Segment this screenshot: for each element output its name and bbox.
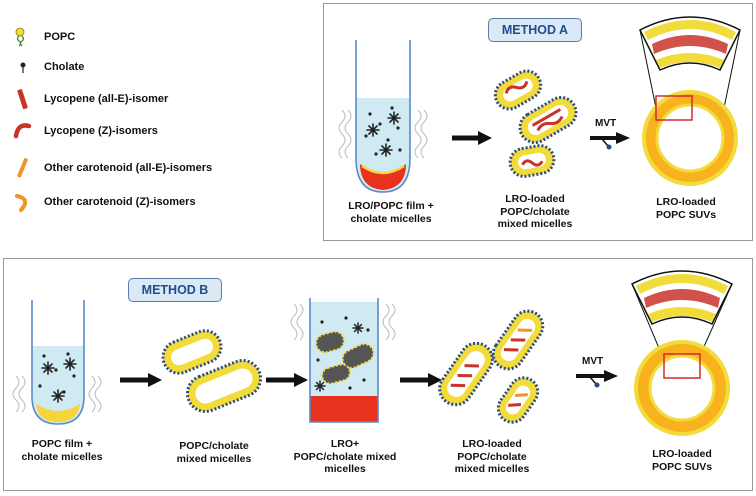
method-a-step3-line1: LRO-loaded: [656, 196, 716, 208]
method-b-tube-2: [290, 298, 396, 423]
legend-item-other-z: Other carotenoid (Z)-isomers: [12, 191, 196, 213]
method-a-mvt-arrow: [590, 132, 630, 150]
legend-label-lycopene-z: Lycopene (Z)-isomers: [44, 125, 158, 137]
legend-item-other-all-e: Other carotenoid (all-E)-isomers: [12, 157, 212, 179]
method-a-step3-caption: LRO-loaded POPC SUVs: [636, 196, 736, 221]
method-b-arrow-3: [400, 373, 442, 387]
method-b-step1-line1: POPC film +: [31, 438, 93, 450]
method-b-suv: [630, 270, 734, 436]
method-a-step2-line1: LRO-loaded: [505, 193, 565, 205]
method-b-step3-line2: POPC/cholate mixed: [293, 450, 397, 463]
method-a-step1-line1: LRO/POPC film +: [348, 200, 434, 212]
method-b-step5-line1: LRO-loaded: [652, 448, 712, 460]
method-b-step5-caption: LRO-loaded POPC SUVs: [632, 448, 732, 473]
method-b-badge: METHOD B: [128, 278, 222, 302]
method-b-step4-caption: LRO-loaded POPC/cholate mixed micelles: [436, 438, 548, 476]
method-a-suv: [638, 16, 742, 186]
method-a-mvt-label: MVT: [595, 118, 617, 129]
legend-item-cholate: Cholate: [12, 56, 84, 78]
method-b-tube-1: [12, 300, 102, 425]
legend-label-lycopene-all-e: Lycopene (all-E)-isomer: [44, 93, 169, 105]
method-b-step1-line2: cholate micelles: [21, 450, 103, 463]
method-b-arrow-1: [120, 373, 162, 387]
method-b-step4-line3: mixed micelles: [454, 463, 530, 475]
legend-label-other-all-e: Other carotenoid (all-E)-isomers: [44, 162, 213, 174]
method-a-panel: [323, 3, 753, 241]
legend-item-lycopene-all-e: Lycopene (all-E)-isomer: [12, 88, 168, 110]
method-b-step5-line2: POPC SUVs: [651, 460, 713, 473]
method-b-step3-caption: LRO+ POPC/cholate mixed micelles: [284, 438, 406, 476]
other-carotenoid-z-icon: [15, 194, 28, 212]
method-b-step2-caption: POPC/cholate mixed micelles: [158, 440, 270, 465]
method-b-loaded-micelles: [438, 309, 545, 424]
method-a-step1-caption: LRO/POPC film + cholate micelles: [333, 200, 449, 225]
method-a-step3-line2: POPC SUVs: [655, 208, 717, 221]
method-a-step2-caption: LRO-loaded POPC/cholate mixed micelles: [482, 193, 588, 231]
legend-item-popc: POPC: [12, 26, 75, 48]
method-b-mvt-label: MVT: [582, 356, 604, 367]
legend-label-cholate: Cholate: [44, 61, 85, 73]
other-carotenoid-all-e-icon: [17, 158, 28, 178]
lycopene-z-icon: [13, 123, 32, 139]
legend-label-other-z: Other carotenoid (Z)-isomers: [44, 196, 196, 208]
method-a-arrow-1: [452, 131, 492, 145]
method-a-step2-line3: mixed micelles: [497, 218, 573, 230]
method-b-panel: [3, 258, 753, 491]
lycopene-all-e-icon: [17, 89, 28, 110]
method-a-badge: METHOD A: [488, 18, 582, 42]
method-b-step4-line2: POPC/cholate: [457, 450, 527, 463]
method-b-step2-line2: mixed micelles: [176, 452, 252, 465]
method-a-loaded-micelles: [493, 69, 578, 178]
method-b-step2-line1: POPC/cholate: [179, 440, 249, 452]
method-b-step1-caption: POPC film + cholate micelles: [6, 438, 118, 463]
legend-item-lycopene-z: Lycopene (Z)-isomers: [12, 120, 158, 142]
method-a-step2-line2: POPC/cholate: [500, 205, 570, 218]
method-a-tube: [338, 40, 428, 193]
cholate-icon: [20, 62, 26, 73]
legend-label-popc: POPC: [44, 31, 76, 43]
method-b-step3-line3: micelles: [324, 463, 366, 475]
method-b-step4-line1: LRO-loaded: [462, 438, 522, 450]
method-a-step1-line2: cholate micelles: [350, 212, 432, 225]
method-b-mvt-arrow: [576, 370, 618, 388]
method-b-step3-line1: LRO+: [330, 438, 360, 450]
method-b-arrow-2: [266, 373, 308, 387]
popc-icon: [15, 27, 25, 47]
method-b-mixed-micelles: [161, 329, 263, 413]
